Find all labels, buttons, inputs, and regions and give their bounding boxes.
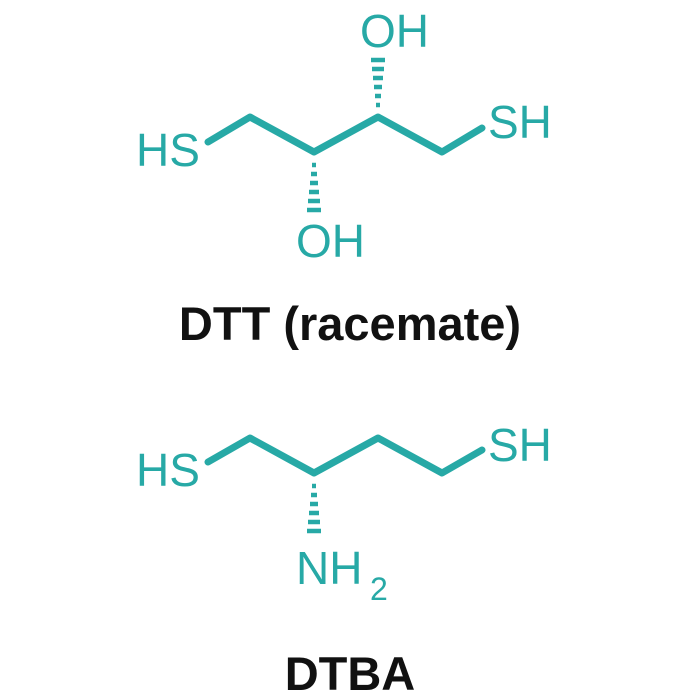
dtt-bottom-hydroxyl-label: OH: [296, 215, 365, 267]
dtba-hashed-wedge: [307, 483, 321, 534]
dtba-right-thiol-label: SH: [488, 419, 552, 471]
dtba-left-thiol-label: HS: [136, 444, 200, 496]
dtt-hashed-wedge-top: [371, 57, 385, 108]
dtt-left-thiol-label: HS: [136, 124, 200, 176]
dtt-hashed-wedge-bottom: [307, 162, 321, 213]
dtba-carbon-chain-bond: [204, 434, 486, 477]
dtt-top-hydroxyl-label: OH: [360, 5, 429, 57]
dtba-caption: DTBA: [285, 647, 416, 700]
dtba-amine-subscript: 2: [370, 571, 388, 607]
dtba-amine-label: NH: [296, 542, 362, 594]
dtt-right-thiol-label: SH: [488, 96, 552, 148]
dtba-structure: HS SH NH 2: [136, 419, 552, 607]
dtt-caption: DTT (racemate): [179, 297, 521, 350]
dtt-carbon-chain-bond: [204, 113, 486, 156]
dtt-structure: HS SH OH OH: [136, 5, 552, 267]
